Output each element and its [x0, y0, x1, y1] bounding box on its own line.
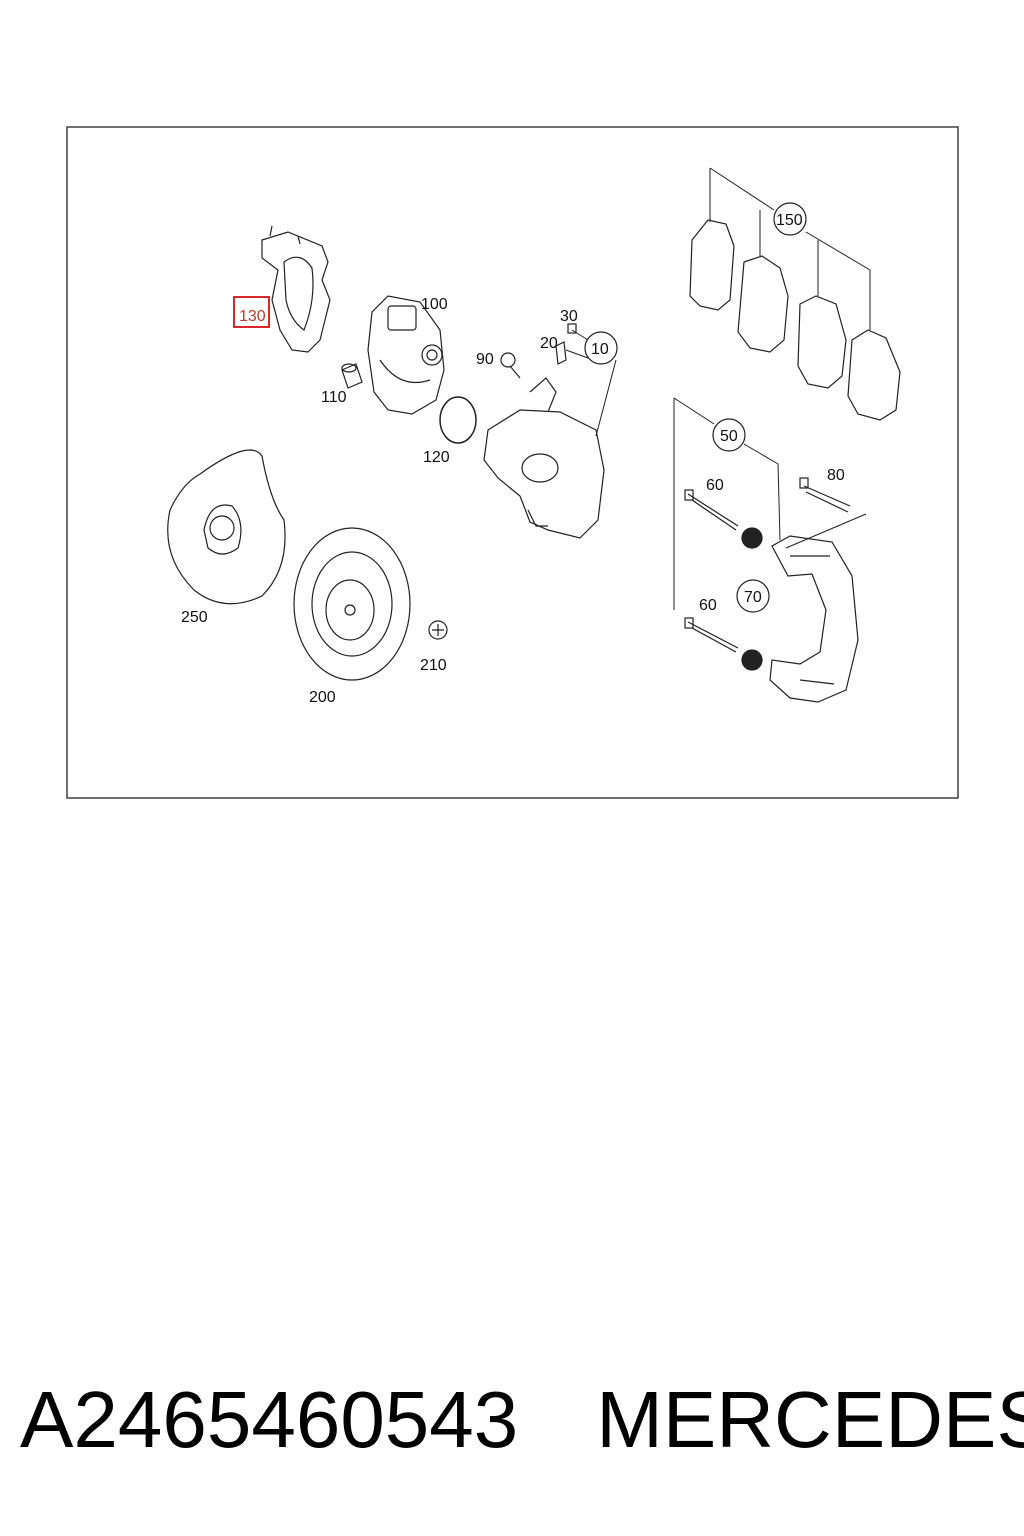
callout-250[interactable]: 250 — [181, 609, 208, 626]
callout-110[interactable]: 110 — [321, 389, 347, 406]
callout-210[interactable]: 210 — [420, 657, 447, 674]
callout-130-highlight-box — [233, 296, 270, 328]
part-20-bleed-valve[interactable] — [555, 341, 567, 365]
callout-50-bubble — [712, 418, 746, 452]
callout-60-upper[interactable]: 60 — [706, 477, 724, 494]
leader-10 — [565, 329, 617, 437]
leader-80 — [785, 513, 867, 549]
callout-90[interactable]: 90 — [476, 351, 494, 368]
callout-100[interactable]: 100 — [421, 296, 448, 313]
part-210-screw[interactable] — [428, 620, 448, 640]
callout-70-bubble — [736, 579, 770, 613]
part-110-screw[interactable] — [341, 363, 363, 389]
part-60-bolt-upper[interactable] — [684, 489, 739, 531]
callout-10[interactable]: 10 — [591, 341, 609, 358]
part-130-bracket[interactable] — [261, 225, 331, 353]
callout-10-bubble — [584, 331, 618, 365]
callout-20[interactable]: 20 — [540, 335, 558, 352]
part-200-brake-disc[interactable] — [293, 527, 411, 681]
part-caption: A2465460543 MERCEDES — [20, 1370, 1024, 1480]
part-120-seal-ring[interactable] — [439, 396, 477, 444]
brand-name: MERCEDES — [596, 1375, 1024, 1464]
part-70-bushings[interactable] — [741, 527, 763, 671]
part-number: A2465460543 — [20, 1375, 519, 1464]
callout-150[interactable]: 150 — [776, 212, 803, 229]
exploded-brake-diagram: 130 100 110 120 90 20 30 10 — [66, 126, 959, 799]
part-caliper-carrier[interactable] — [769, 535, 859, 703]
part-150-brake-pads[interactable] — [689, 219, 901, 421]
part-250-splash-shield[interactable] — [167, 449, 286, 605]
callout-200[interactable]: 200 — [309, 689, 336, 706]
part-10-caliper[interactable] — [483, 377, 605, 539]
callout-70[interactable]: 70 — [744, 589, 762, 606]
part-90-bolt[interactable] — [500, 352, 521, 379]
callout-60-lower[interactable]: 60 — [699, 597, 717, 614]
callout-80[interactable]: 80 — [827, 467, 845, 484]
diagram-frame — [66, 126, 959, 799]
part-30-cap[interactable] — [567, 323, 577, 334]
part-100-actuator[interactable] — [367, 295, 445, 415]
leader-150 — [709, 167, 871, 330]
callout-120[interactable]: 120 — [423, 449, 450, 466]
callout-50[interactable]: 50 — [720, 428, 738, 445]
callout-30[interactable]: 30 — [560, 308, 578, 325]
leader-50 — [673, 397, 781, 610]
callout-150-bubble — [773, 202, 807, 236]
callout-130[interactable]: 130 — [239, 308, 266, 325]
part-60-bolt-lower[interactable] — [684, 617, 739, 653]
part-80-bolt[interactable] — [799, 477, 851, 513]
